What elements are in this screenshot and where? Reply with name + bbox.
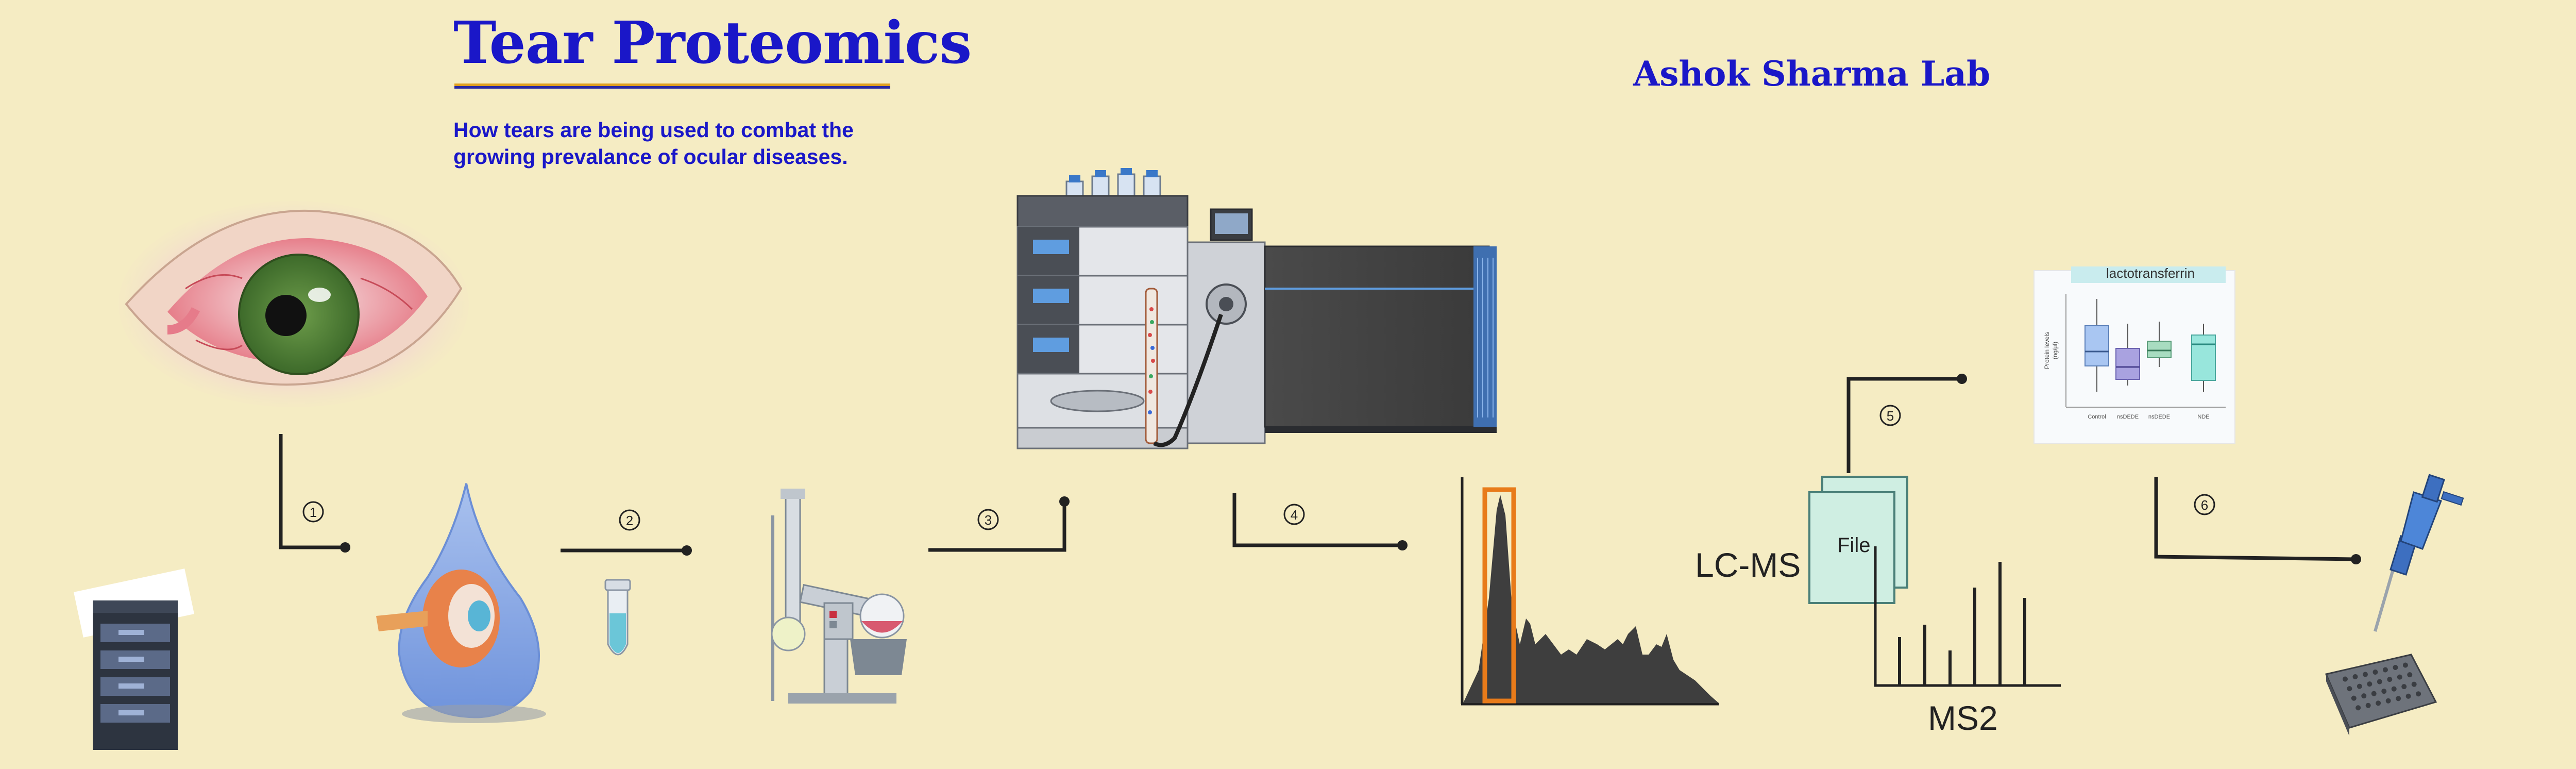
boxplot-xtick-2: nsDEDE — [2117, 414, 2139, 420]
connector-1: 1 — [279, 434, 350, 553]
step-3-label: 3 — [985, 512, 992, 528]
server-rack-icon — [74, 569, 194, 750]
page-title: Tear Proteomics — [453, 9, 972, 77]
step-2-label: 2 — [626, 513, 633, 528]
red-eye-icon — [118, 201, 469, 407]
boxplot-xtick-3: nsDEDE — [2148, 414, 2170, 420]
chromatogram-trace — [1463, 495, 1719, 703]
pipette-icon — [2374, 474, 2464, 632]
boxplot-card: Control nsDEDE nsDEDE NDE Protein levels… — [2033, 266, 2235, 444]
tear-drop-eye-icon — [376, 483, 546, 723]
step-5-label: 5 — [1887, 408, 1894, 424]
lc-ms-label: LC-MS — [1695, 546, 1801, 584]
boxplot-ylabel-1: Protein levels — [2043, 332, 2050, 369]
boxplot-xtick-4: NDE — [2197, 414, 2209, 420]
peak-highlight-box — [1482, 487, 1516, 704]
boxplot-ylabel-2: (ng/μl) — [2052, 342, 2059, 359]
connector-6: 6 — [2154, 477, 2361, 564]
step-6-label: 6 — [2201, 497, 2208, 513]
rotary-evaporator-icon — [771, 489, 907, 704]
boxplot-xtick-1: Control — [2088, 414, 2106, 420]
box-nsdede-2 — [2147, 341, 2172, 358]
subtitle-line-1: How tears are being used to combat the — [453, 118, 854, 142]
step-1-label: 1 — [310, 505, 317, 520]
box-control — [2084, 325, 2109, 366]
lc-ms-instrument-icon — [1016, 168, 1497, 449]
well-plate-icon — [2325, 654, 2437, 736]
chromatogram-icon — [1461, 477, 1719, 706]
file-icon[interactable] — [1808, 476, 1908, 604]
lab-name: Ashok Sharma Lab — [1633, 54, 1991, 94]
connector-3: 3 — [928, 496, 1070, 552]
connector-5: 5 — [1846, 374, 1967, 473]
connector-2: 2 — [561, 509, 692, 556]
box-nde — [2191, 335, 2216, 381]
step-4-label: 4 — [1291, 507, 1298, 523]
ms2-label: MS2 — [1928, 699, 1998, 737]
box-nsdede-1 — [2115, 348, 2140, 380]
ms2-spectrum-icon — [1874, 546, 2061, 687]
title-underline — [454, 83, 890, 89]
subtitle-line-2: growing prevalance of ocular diseases. — [453, 145, 848, 169]
subtitle: How tears are being used to combat the g… — [453, 116, 917, 170]
connector-4: 4 — [1232, 493, 1408, 550]
file-label: File — [1837, 534, 1871, 557]
sample-tube-icon — [604, 579, 631, 656]
boxplot-title: lactotransferrin — [2106, 265, 2195, 281]
